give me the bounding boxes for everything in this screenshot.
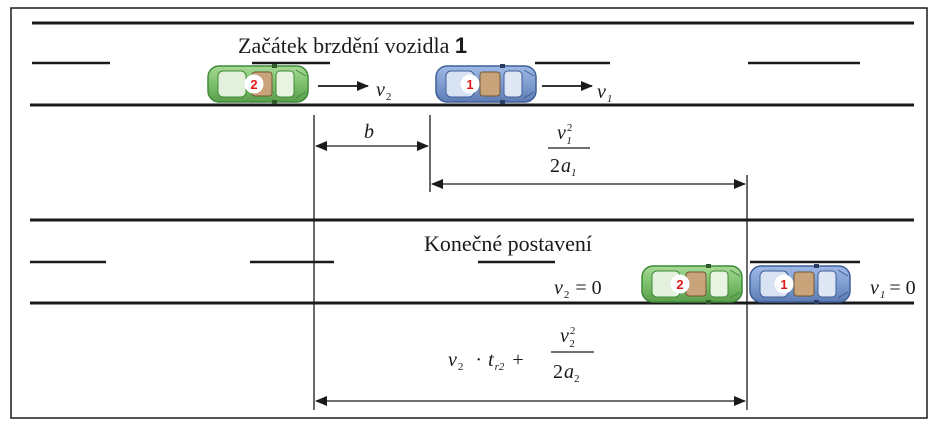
figure-border	[10, 7, 928, 419]
top-title-num: 1	[455, 33, 467, 58]
frac2-den: 2a2	[553, 361, 580, 385]
label-v1-zero: v1= 0	[870, 277, 916, 301]
car-2-start-label: 2	[250, 77, 257, 92]
bottom-title: Konečné postavení	[424, 231, 592, 256]
label-v1-top: v1	[597, 81, 612, 105]
label-b: b	[364, 121, 374, 143]
car-2-start: 2	[207, 63, 309, 105]
label-v2-zero: v2= 0	[554, 277, 602, 301]
top-road	[30, 21, 914, 107]
car-1-final: 1	[749, 263, 851, 305]
frac1-den: 2a1	[550, 155, 577, 179]
car-1-start: 1	[435, 63, 537, 105]
car-2-final: 2	[641, 263, 743, 305]
car-2-final-label: 2	[676, 277, 683, 292]
label-v2-top: v2	[376, 79, 391, 103]
bottom-road	[30, 218, 914, 305]
top-title: Začátek brzdění vozidla 1	[238, 33, 467, 58]
car-1-start-label: 1	[466, 77, 473, 92]
car-1-final-label: 1	[780, 277, 787, 292]
term-reaction: v2·tr2+	[448, 349, 524, 373]
